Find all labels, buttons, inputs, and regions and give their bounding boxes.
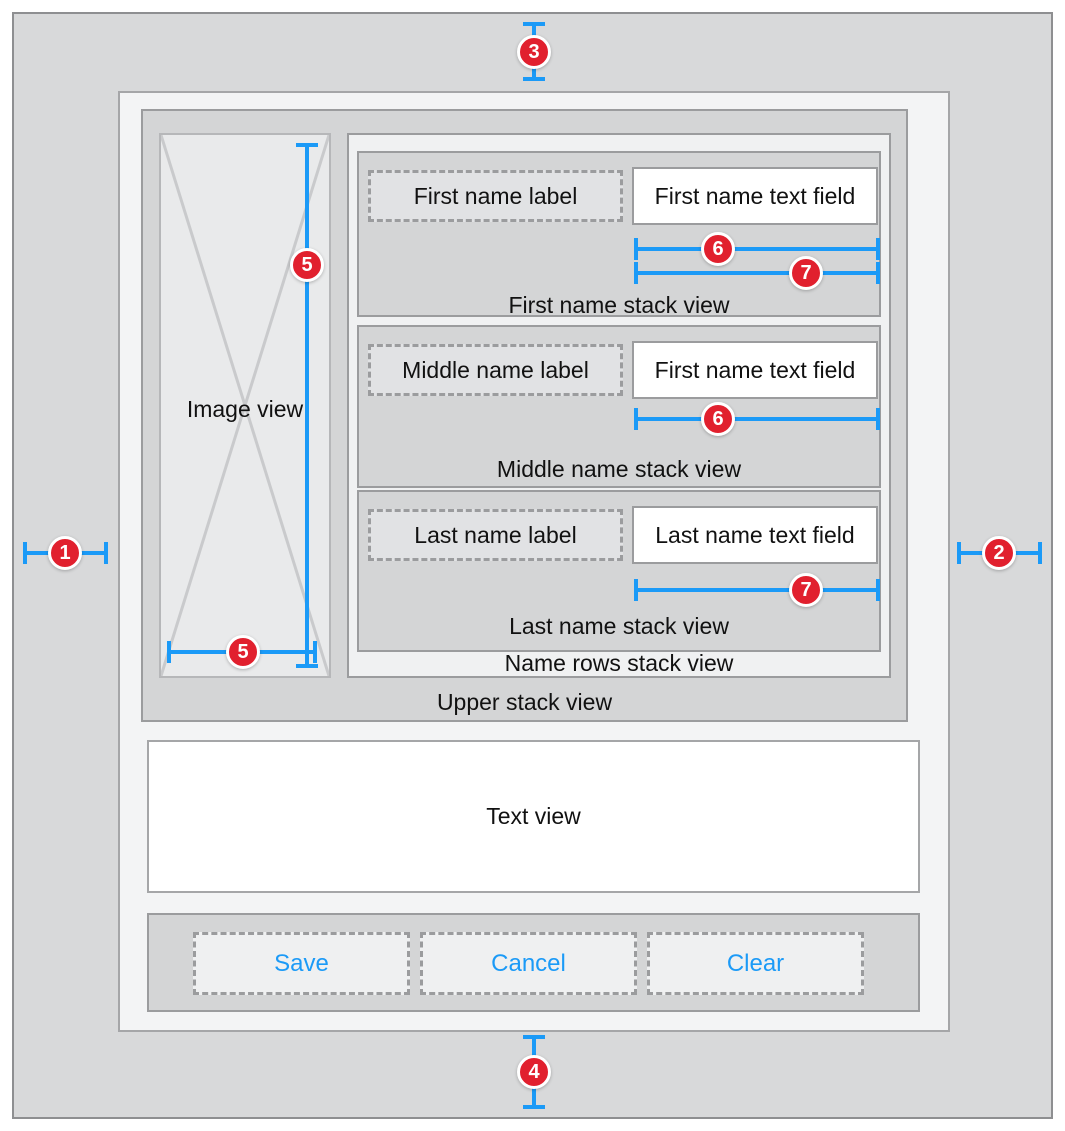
middle-name-label: Middle name label (368, 344, 623, 396)
constraint-badge-4: 4 (517, 1055, 551, 1089)
image-view-height-measure (296, 143, 318, 668)
constraint-badge-7-first: 7 (789, 256, 823, 290)
first-field-width-measure-7 (634, 262, 880, 284)
image-placeholder-cross-icon (161, 135, 329, 676)
text-view[interactable]: Text view (147, 740, 920, 893)
cancel-button[interactable]: Cancel (420, 932, 637, 995)
constraint-badge-6-first: 6 (701, 232, 735, 266)
name-rows-stack-view-caption: Name rows stack view (504, 650, 734, 676)
constraint-badge-5-width: 5 (226, 635, 260, 669)
image-view (159, 133, 331, 678)
constraint-badge-1: 1 (48, 536, 82, 570)
last-name-text-field[interactable]: Last name text field (632, 506, 878, 564)
first-name-label: First name label (368, 170, 623, 222)
save-button[interactable]: Save (193, 932, 410, 995)
middle-name-text-field[interactable]: First name text field (632, 341, 878, 399)
constraint-badge-3: 3 (517, 35, 551, 69)
first-name-text-field[interactable]: First name text field (632, 167, 878, 225)
constraint-badge-7-last: 7 (789, 573, 823, 607)
last-name-stack-view-caption: Last name stack view (509, 613, 729, 639)
clear-button[interactable]: Clear (647, 932, 864, 995)
constraint-badge-6-middle: 6 (701, 402, 735, 436)
first-field-width-measure-6 (634, 238, 880, 260)
middle-field-width-measure-6 (634, 408, 880, 430)
first-name-stack-view-caption: First name stack view (508, 292, 730, 318)
middle-name-stack-view-caption: Middle name stack view (496, 456, 742, 482)
constraint-badge-5-height: 5 (290, 248, 324, 282)
constraint-badge-2: 2 (982, 536, 1016, 570)
image-view-caption: Image view (186, 396, 304, 422)
last-name-label: Last name label (368, 509, 623, 561)
last-field-width-measure-7 (634, 579, 880, 601)
upper-stack-view-caption: Upper stack view (436, 689, 613, 715)
